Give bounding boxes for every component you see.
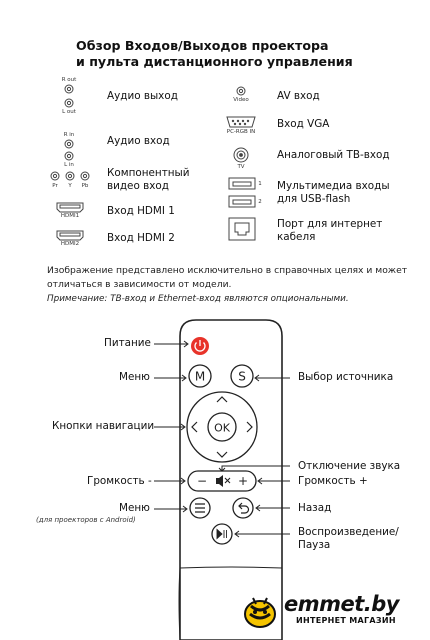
disclaimer: Изображение представлено исключительно в… [47, 264, 407, 292]
ok-button-shape [207, 412, 237, 442]
pb-label: Pb [81, 183, 89, 189]
back-label: Назад [298, 502, 332, 514]
audio-out-label: Аудио выход [107, 90, 178, 102]
usb2-small-label: 2 [258, 199, 262, 205]
source-label: Выбор источника [298, 371, 394, 383]
play-pause-label-line1: Воспроизведение/ [298, 526, 399, 538]
play-pause-label: Воспроизведение/ Пауза [298, 526, 399, 552]
tv-in-label: Аналоговый ТВ-вход [277, 149, 390, 161]
vga-icon [226, 116, 256, 128]
menu-button-shape [188, 364, 212, 388]
back-button-shape [232, 497, 254, 519]
ethernet-label: Порт для интернет кабеля [277, 218, 382, 244]
audio-in-icon [64, 139, 74, 161]
disclaimer-line1: Изображение представлено исключительно в… [47, 265, 408, 276]
vga-label: Вход VGA [277, 118, 330, 130]
mute-label: Отключение звука [298, 460, 401, 472]
ethernet-label-line1: Порт для интернет [277, 218, 383, 230]
play-pause-icon [216, 528, 227, 540]
tv-antenna-icon [233, 147, 249, 163]
pc-rgb-small-label: PC-RGB IN [226, 129, 256, 135]
vol-plus-label: + [238, 474, 248, 488]
l-in-label: L in [64, 162, 74, 168]
source-button-shape [230, 364, 254, 388]
nav-label: Кнопки навигации [52, 420, 155, 432]
s-button-label: S [238, 370, 246, 384]
nav-down-icon [216, 451, 228, 458]
hdmi2-small-label: HDMI2 [60, 241, 80, 247]
menu-label: Меню [119, 371, 150, 383]
usb-label: Мультимедиа входы для USB-flash [277, 180, 390, 206]
r-in-label: R in [63, 132, 75, 138]
play-pause-label-line2: Пауза [298, 539, 331, 551]
vol-down-label: Громкость - [87, 475, 152, 487]
usb1-small-label: 1 [258, 181, 262, 187]
av-in-label: AV вход [277, 90, 320, 102]
vol-minus-label: − [197, 474, 207, 488]
nav-right-icon [246, 421, 253, 433]
ethernet-label-line2: кабеля [277, 231, 316, 243]
audio-in-label: Аудио вход [107, 135, 170, 147]
page-title: Обзор Входов/Выходов проектора и пульта … [76, 38, 353, 70]
usb-label-line1: Мультимедиа входы [277, 180, 390, 192]
video-small-label: Video [233, 97, 249, 103]
pr-label: Pr [52, 183, 58, 189]
m-button-label: M [195, 370, 205, 384]
ports-icons [50, 84, 256, 241]
back-icon [238, 502, 250, 514]
disclaimer-line2: отличаться в зависимости от модели. [47, 279, 232, 290]
l-out-label: L out [62, 109, 76, 115]
hdmi2-icon [56, 230, 84, 241]
remote-graphic: M S OK − + [154, 319, 290, 640]
remote-divider [179, 566, 283, 569]
ethernet-icon [228, 217, 256, 241]
nav-up-icon [216, 396, 228, 403]
nav-left-icon [191, 421, 198, 433]
android-menu-sub-label: (для проекторов с Android) [36, 516, 136, 524]
watermark-tagline: ИНТЕРНЕТ МАГАЗИН [296, 616, 396, 625]
power-label: Питание [104, 337, 151, 349]
title-line-2: и пульта дистанционного управления [76, 54, 353, 69]
component-video-label: Компонентный видео вход [107, 167, 190, 193]
component-video-label-line1: Компонентный [107, 167, 190, 179]
hdmi2-label: Вход HDMI 2 [107, 232, 175, 244]
usb-icon [228, 177, 256, 208]
hdmi1-small-label: HDMI1 [60, 213, 80, 219]
callout-arrows [154, 340, 290, 538]
r-out-label: R out [61, 77, 77, 83]
watermark-brand: emmet.by [284, 592, 400, 616]
y-label: Y [68, 183, 72, 189]
hdmi1-label: Вход HDMI 1 [107, 205, 175, 217]
hdmi1-icon [56, 202, 84, 213]
usb-label-line2: для USB-flash [277, 193, 351, 205]
optional-note: Примечание: ТВ-вход и Ethernet-вход явля… [47, 294, 349, 304]
ok-label: OK [214, 422, 231, 435]
title-line-1: Обзор Входов/Выходов проектора [76, 38, 329, 53]
mute-icon [216, 475, 231, 487]
component-video-label-line2: видео вход [107, 180, 169, 192]
av-video-icon [236, 86, 246, 96]
bee-logo-icon [244, 597, 276, 628]
audio-out-icon [64, 84, 74, 108]
android-menu-label: Меню [119, 502, 150, 514]
vol-up-label: Громкость + [298, 475, 368, 487]
component-video-icon [50, 171, 90, 181]
tv-small-label: TV [237, 164, 245, 170]
hamburger-icon [195, 503, 205, 513]
